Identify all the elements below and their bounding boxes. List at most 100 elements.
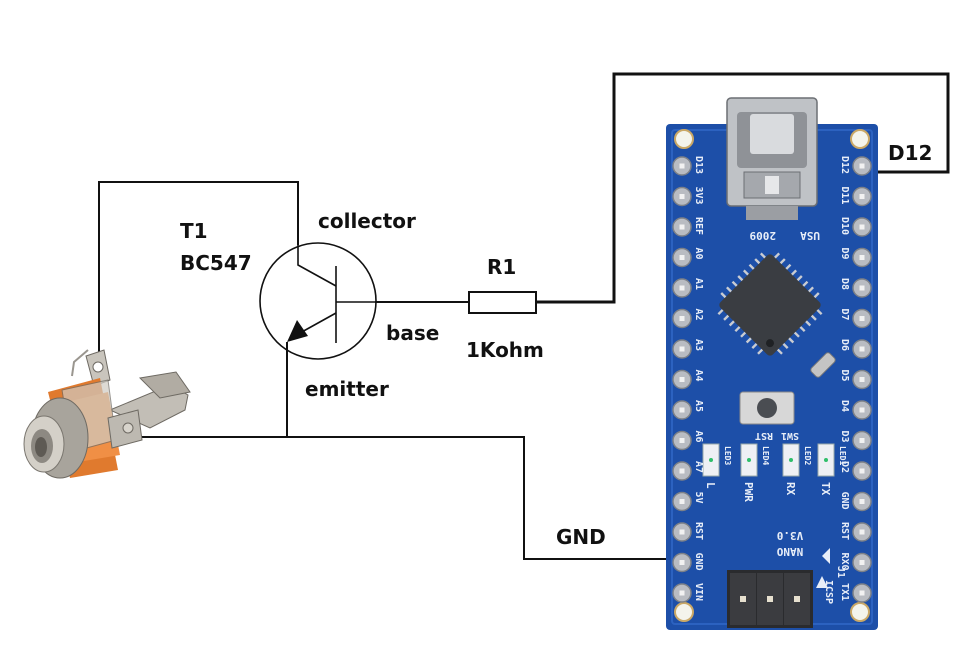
left-pad-hole xyxy=(679,285,685,291)
right-pin-label: D10 xyxy=(839,217,850,235)
transistor-ref-label: T1 xyxy=(180,219,208,243)
resistor-r1 xyxy=(468,291,537,314)
right-pin-label: RX0 xyxy=(839,553,850,571)
transistor-collector-lead xyxy=(297,245,337,287)
led-tag-led2: LED2 xyxy=(803,446,812,465)
left-pad-hole xyxy=(679,468,685,474)
status-leds xyxy=(702,443,835,477)
left-pin-label: A4 xyxy=(693,370,704,382)
left-pad-hole xyxy=(679,194,685,199)
right-pin-label: D6 xyxy=(839,339,850,351)
right-pad-hole xyxy=(859,255,865,260)
right-pin-label: RST xyxy=(839,522,850,540)
arduino-nano-board: RST SW1 LED3 LED4 LED2 LED1 L PWR RX TX … xyxy=(666,97,878,630)
left-pad-hole xyxy=(679,255,685,260)
right-pad-hole xyxy=(859,346,865,352)
right-pad-hole xyxy=(859,285,865,291)
left-pad-hole xyxy=(679,499,685,504)
right-pin-label: D11 xyxy=(839,187,850,205)
right-pad-hole xyxy=(859,590,865,596)
transistor-part-label: BC547 xyxy=(180,251,252,275)
silk-j1: J1 xyxy=(835,566,846,578)
led-label-rx: RX xyxy=(784,482,797,496)
right-pad-hole xyxy=(859,468,865,474)
emitter-label: emitter xyxy=(305,377,389,401)
usb-mini-connector xyxy=(726,97,818,220)
left-pin-label: A3 xyxy=(693,339,704,351)
led-tag-led3: LED3 xyxy=(723,446,732,465)
silk-usa: USA xyxy=(800,229,820,242)
right-pin-label: D8 xyxy=(839,278,850,290)
right-pin-label: D9 xyxy=(839,248,850,260)
silk-version: V3.0 xyxy=(777,529,804,542)
left-pad-hole xyxy=(679,560,685,565)
transistor-t1 xyxy=(259,242,377,360)
wire-r1-to-d12 xyxy=(536,72,950,304)
right-pad-hole xyxy=(859,224,865,230)
d12-net-label: D12 xyxy=(888,141,932,165)
right-pad-hole xyxy=(859,316,865,321)
right-pad-hole xyxy=(859,499,865,504)
left-pin-label: A2 xyxy=(693,309,704,321)
right-pin-label: D2 xyxy=(839,461,850,473)
collector-label: collector xyxy=(318,209,416,233)
left-pin-label: 5V xyxy=(693,492,704,504)
right-pad-hole xyxy=(859,438,865,443)
atmega-chip xyxy=(717,252,823,356)
led-tag-led1: LED1 xyxy=(838,446,847,465)
left-pin-label: D13 xyxy=(693,156,704,174)
right-pin-label: D4 xyxy=(839,400,850,412)
silk-sw: SW1 xyxy=(781,430,799,441)
left-pin-label: A0 xyxy=(693,248,704,260)
right-pad-hole xyxy=(859,407,865,413)
left-pin-label: A1 xyxy=(693,278,704,290)
crystal xyxy=(810,352,836,378)
left-pad-hole xyxy=(679,407,685,413)
icsp-header xyxy=(727,570,813,628)
resistor-ref-label: R1 xyxy=(487,255,516,279)
transistor-emitter-lead xyxy=(299,312,337,334)
left-pin-label: REF xyxy=(693,217,704,235)
right-pad-hole xyxy=(859,194,865,199)
resistor-value-label: 1Kohm xyxy=(466,338,544,362)
silk-name: NANO xyxy=(776,545,803,558)
left-pin-label: RST xyxy=(693,522,704,540)
wires xyxy=(98,72,950,560)
right-pad-hole xyxy=(859,377,865,382)
left-pad-hole xyxy=(679,163,685,169)
wire-jack-sleeve-to-gnd xyxy=(140,436,672,560)
left-pin-label: A7 xyxy=(693,461,704,473)
left-pad-hole xyxy=(679,529,685,535)
pcb xyxy=(666,124,878,630)
right-pin-label: D7 xyxy=(839,309,850,321)
transistor-emitter-arrow xyxy=(287,320,308,342)
gnd-net-label: GND xyxy=(556,525,606,549)
right-pin-label: D3 xyxy=(839,431,850,443)
right-pin-label: TX1 xyxy=(839,583,850,601)
led-label-tx: TX xyxy=(819,482,832,496)
silk-year: 2009 xyxy=(750,229,777,242)
right-pin-label: GND xyxy=(839,492,850,510)
left-pin-label: VIN xyxy=(693,583,704,601)
left-pin-label: A6 xyxy=(693,431,704,443)
left-pin-label: 3V3 xyxy=(693,187,704,205)
right-pad-hole xyxy=(859,560,865,565)
right-pin-label: D12 xyxy=(839,156,850,174)
base-label: base xyxy=(386,321,439,345)
left-pad-hole xyxy=(679,438,685,443)
right-pad-hole xyxy=(859,163,865,169)
left-pad-hole xyxy=(679,316,685,321)
silk-icsp: ICSP xyxy=(823,580,834,604)
right-pin-label: D5 xyxy=(839,370,850,382)
reset-button xyxy=(739,391,795,425)
left-pad-hole xyxy=(679,224,685,230)
left-pad-hole xyxy=(679,346,685,352)
right-pad-hole xyxy=(859,529,865,535)
left-pin-label: A5 xyxy=(693,400,704,412)
left-pin-label: GND xyxy=(693,553,704,571)
audio-jack-picture xyxy=(23,349,191,479)
left-pad-hole xyxy=(679,590,685,596)
